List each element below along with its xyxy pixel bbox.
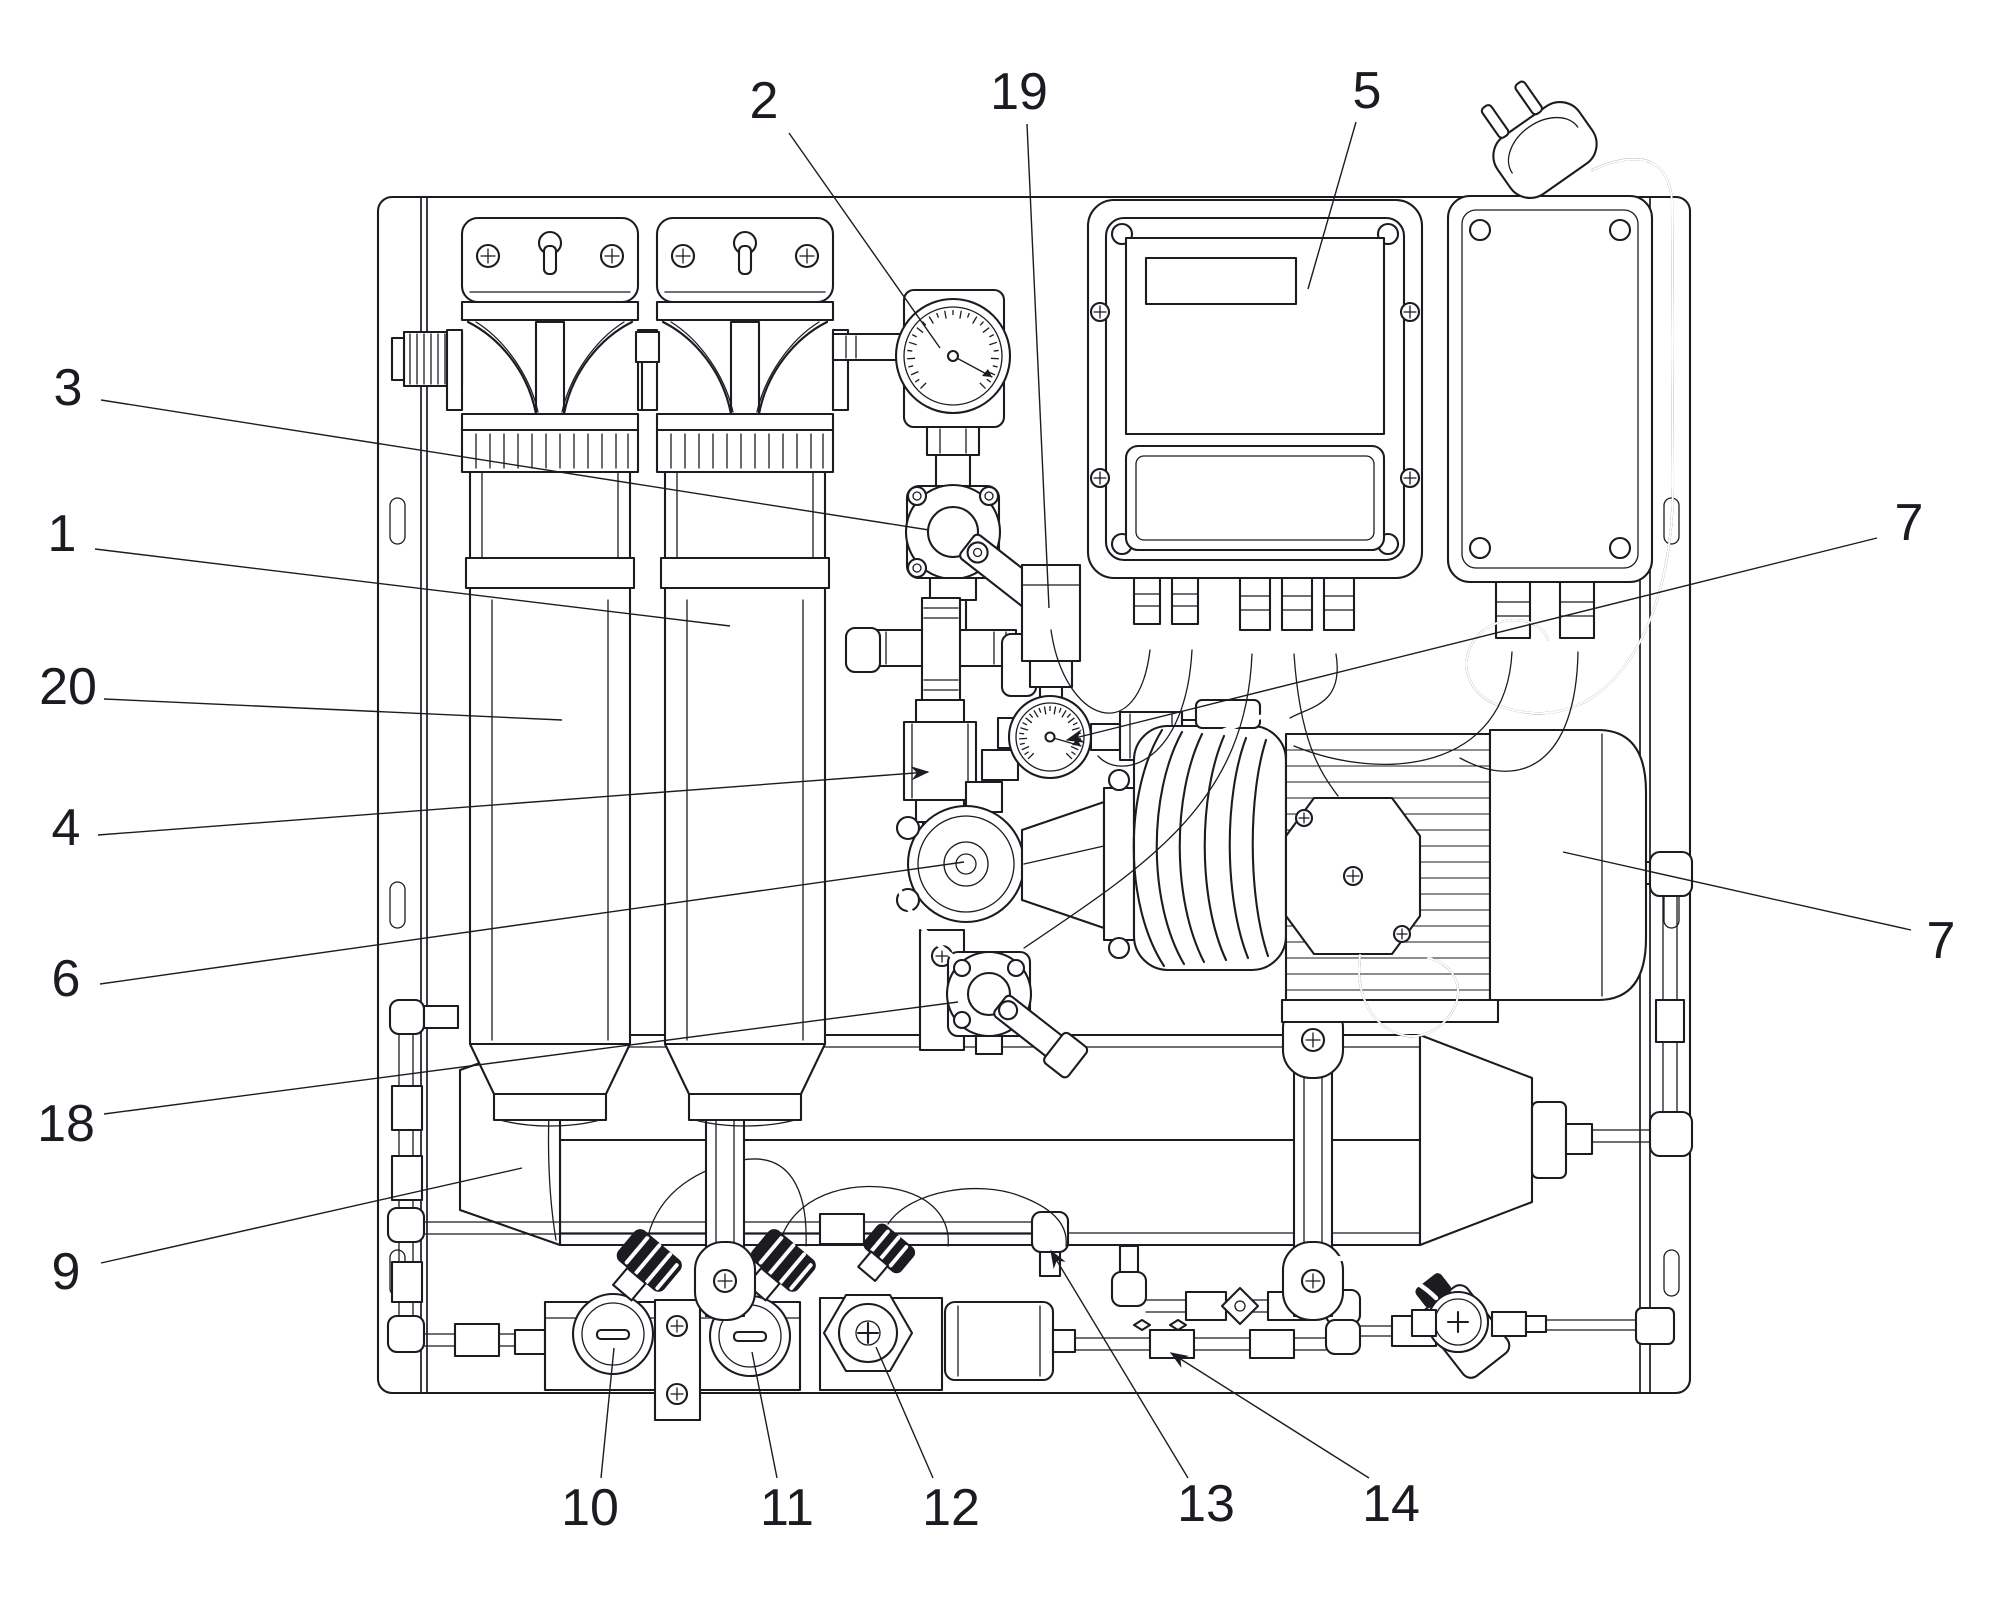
permeate-piping-left — [386, 998, 1070, 1358]
callout-leader-drain-line — [1169, 1352, 1370, 1479]
callout-label-pump-head: 6 — [52, 950, 81, 1008]
callout-label-membrane-housing: 9 — [52, 1243, 81, 1301]
callout-label-regulating-valve-3: 12 — [922, 1479, 980, 1537]
elbow-fitting — [386, 1206, 426, 1244]
callout-label-drain-elbow-fitting: 13 — [1177, 1475, 1235, 1533]
callout-leader-inlet-ball-valve — [100, 399, 930, 531]
power-plug — [1465, 80, 1675, 715]
callout-label-controller: 5 — [1353, 62, 1382, 120]
callout-leader-check-valve — [97, 766, 930, 836]
callout-leader-pressure-switch — [1026, 123, 1050, 609]
callout-leader-membrane-housing — [100, 1167, 523, 1264]
pressure-gauge-1 — [894, 297, 1012, 415]
callout-leader-filter-housing-sump — [94, 548, 731, 627]
callout-leader-regulating-valve-2 — [751, 1351, 778, 1479]
callout-leader-controller — [1307, 121, 1357, 290]
regulating-valve-3 — [822, 1293, 914, 1373]
elbow-fitting — [1648, 850, 1694, 898]
controller-display — [1144, 256, 1298, 306]
callout-label-regulating-valve-2: 11 — [760, 1479, 814, 1537]
callout-leader-pump-inlet-line — [1065, 537, 1878, 743]
callout-label-pressure-switch: 19 — [990, 63, 1048, 121]
callout-label-pump-motor: 7 — [1927, 912, 1956, 970]
controller — [1086, 198, 1424, 632]
hex-nut — [925, 425, 981, 457]
sample-tube — [887, 1187, 1067, 1247]
callout-label-regulating-valve-1: 10 — [561, 1479, 619, 1537]
hoses-and-cables — [863, 629, 1579, 1301]
callout-leader-pump-motor — [1562, 851, 1912, 931]
membrane-housing — [458, 1033, 1568, 1247]
callout-leader-flush-valve — [103, 1001, 959, 1115]
pump-clamp — [1102, 768, 1136, 960]
drain-elbow-fitting — [1030, 1210, 1070, 1254]
regulating-valve-1 — [571, 1292, 655, 1376]
controller-lower-door — [1124, 444, 1386, 552]
membrane-end-boss — [1530, 1100, 1568, 1180]
sample-tube — [781, 1185, 949, 1247]
callout-leader-filter-cartridge — [103, 698, 563, 721]
elbow-fitting — [1110, 1270, 1148, 1308]
check-fitting-icon — [1220, 1286, 1260, 1326]
manifold-bracket — [653, 1298, 702, 1422]
motor-rear-housing — [1488, 728, 1648, 1002]
pump-fan-shroud — [1132, 698, 1288, 972]
callout-leader-pressure-gauge-1 — [788, 132, 941, 349]
pressure-switch — [1020, 563, 1082, 703]
concentrate-valve — [1410, 1273, 1548, 1379]
controller-screw-icon — [1089, 301, 1421, 489]
callout-label-check-valve: 4 — [52, 799, 81, 857]
membrane-strap-2 — [1281, 998, 1345, 1322]
plug-pin-icon — [1514, 80, 1543, 116]
pump-assembly — [895, 698, 1648, 1038]
motor-terminal-box — [1284, 796, 1422, 956]
callout-leader-drain-elbow-fitting — [1050, 1249, 1189, 1479]
callout-label-filter-cartridge: 20 — [39, 658, 97, 716]
filter-outlet-pipe — [831, 332, 906, 362]
flush-valve — [918, 928, 1089, 1079]
prefilter-assembly — [390, 216, 906, 1128]
elbow-fitting — [388, 998, 426, 1036]
filter-link-nipple — [634, 330, 661, 364]
callout-label-inlet-ball-valve: 3 — [54, 359, 83, 417]
elbow-fitting — [844, 626, 882, 674]
cable-gland-icon — [1132, 576, 1356, 632]
elbow-fitting — [1648, 1110, 1694, 1158]
callout-label-drain-line: 14 — [1362, 1475, 1420, 1533]
motor-base — [1280, 998, 1500, 1024]
callout-label-flush-valve: 18 — [37, 1095, 95, 1153]
cross-fitting — [844, 596, 1038, 704]
callout-label-pressure-gauge-1: 2 — [750, 72, 779, 130]
pressure-gauge-2 — [1007, 694, 1093, 780]
callout-label-pump-inlet-line: 7 — [1895, 494, 1924, 552]
pump-head — [895, 804, 1026, 924]
plug-pin-icon — [1480, 104, 1510, 139]
callout-leader-regulating-valve-1 — [600, 1347, 615, 1479]
callout-leader-pump-head — [99, 861, 965, 985]
control-cables — [1023, 629, 1579, 949]
restrictor-cylinder — [943, 1300, 1055, 1382]
callout-leader-regulating-valve-3 — [875, 1346, 934, 1479]
elbow-fitting — [386, 1314, 426, 1354]
junction-box — [1446, 194, 1654, 640]
valve-handle — [993, 994, 1089, 1079]
gauge-dial-ticks — [907, 310, 999, 389]
callout-label-filter-housing-sump: 1 — [48, 505, 77, 563]
